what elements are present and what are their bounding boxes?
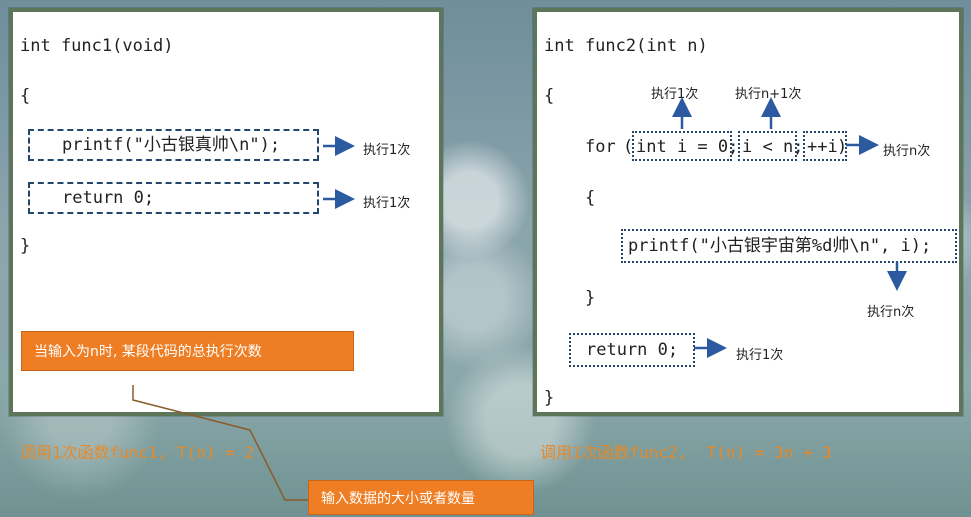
total-exec-count-callout: 当输入为n时, 某段代码的总执行次数	[21, 331, 354, 371]
func2-close-brace: }	[544, 388, 555, 408]
loop-printf: printf("小古银宇宙第%d帅\n", i);	[628, 236, 932, 256]
return-exec-note: 执行1次	[736, 348, 784, 363]
func2-signature: int func2(int n)	[544, 36, 708, 56]
for-paren-open: (	[623, 137, 634, 157]
func1-close-brace: }	[20, 236, 31, 256]
func1-return: return 0;	[62, 188, 155, 208]
func1-open-brace: {	[20, 86, 31, 106]
for-init: int i = 0;	[636, 137, 739, 157]
func1-printf: printf("小古银真帅\n");	[62, 135, 281, 155]
loop-close-brace: }	[585, 288, 596, 308]
step-exec-note: 执行n次	[883, 144, 931, 159]
loop-printf-box: printf("小古银宇宙第%d帅\n", i);	[621, 229, 957, 263]
printf-loop-exec-note: 执行n次	[867, 305, 915, 320]
for-step: ++i	[807, 137, 838, 157]
return-exec-note: 执行1次	[363, 196, 411, 211]
func2-return: return 0;	[586, 340, 679, 360]
init-exec-note: 执行1次	[651, 87, 699, 102]
for-keyword: for	[585, 137, 616, 157]
for-cond-box: i < n;	[738, 131, 803, 161]
for-init-box: int i = 0;	[632, 131, 738, 161]
printf-statement-box: printf("小古银真帅\n");	[28, 129, 319, 161]
func2-complexity-formula: 调用1次函数func2, T(n) = 3n + 3	[540, 443, 832, 462]
func2-open-brace: {	[544, 86, 555, 106]
printf-exec-note: 执行1次	[363, 143, 411, 158]
for-paren-close: )	[837, 137, 848, 157]
input-size-callout: 输入数据的大小或者数量	[308, 480, 534, 515]
code-panel-func2: int func2(int n) { for ( int i = 0; i < …	[533, 8, 963, 416]
func2-return-box: return 0;	[569, 333, 695, 367]
code-panel-func1: int func1(void) { printf("小古银真帅\n"); ret…	[9, 8, 443, 416]
cond-exec-note: 执行n+1次	[735, 87, 802, 102]
func1-signature: int func1(void)	[20, 36, 174, 56]
loop-open-brace: {	[585, 188, 596, 208]
func1-complexity-formula: 调用1次函数func1, T(n) = 2	[20, 443, 255, 462]
for-cond: i < n;	[742, 137, 804, 157]
return-statement-box: return 0;	[28, 182, 319, 214]
